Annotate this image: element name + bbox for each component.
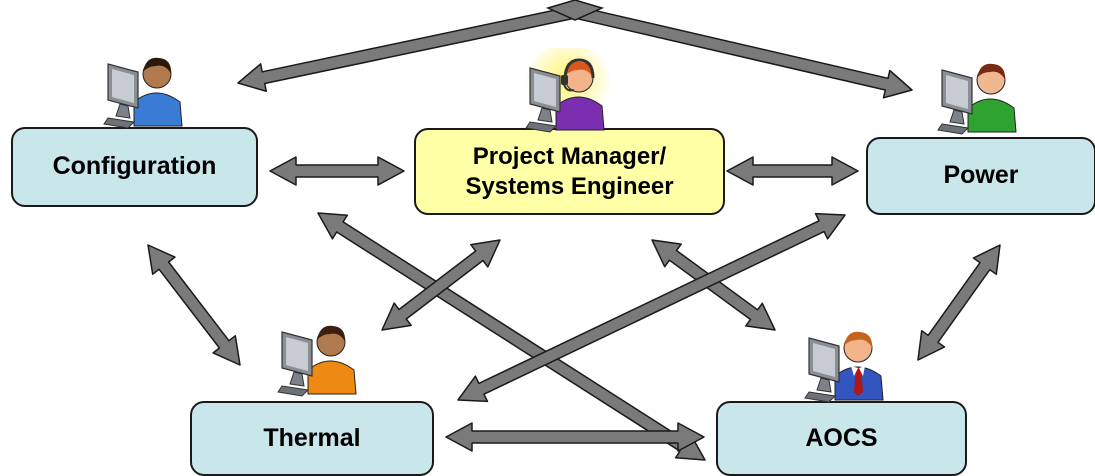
arrow-configuration-power: [237, 0, 913, 99]
user-with-headset-icon: [516, 44, 616, 138]
arrow-project-manager-thermal: [381, 239, 501, 331]
arrow-configuration-thermal: [147, 244, 241, 366]
arrow-project-manager-power: [726, 156, 859, 186]
arrow-configuration-project-manager: [269, 156, 405, 186]
node-power: Power: [866, 137, 1095, 215]
user-at-computer-icon: [268, 312, 368, 402]
arrow-thermal-aocs: [445, 422, 705, 452]
node-label: Configuration: [52, 152, 217, 181]
node-label: Project Manager/ Systems Engineer: [465, 142, 674, 200]
arrow-power-thermal: [457, 212, 846, 403]
node-label: AOCS: [805, 423, 878, 452]
node-configuration: Configuration: [11, 127, 258, 207]
node-label: Thermal: [263, 423, 361, 452]
node-project-manager: Project Manager/ Systems Engineer: [414, 128, 725, 215]
arrow-segment: [572, 5, 913, 99]
node-label: Power: [943, 161, 1019, 190]
user-with-tie-icon: [795, 318, 895, 408]
arrow-power-aocs: [917, 244, 1001, 361]
user-at-computer-icon: [928, 50, 1028, 140]
arrow-configuration-aocs: [317, 212, 706, 461]
user-at-computer-icon: [94, 44, 194, 134]
node-aocs: AOCS: [716, 401, 967, 476]
arrow-apex-joint: [545, 0, 605, 21]
node-thermal: Thermal: [190, 401, 434, 476]
